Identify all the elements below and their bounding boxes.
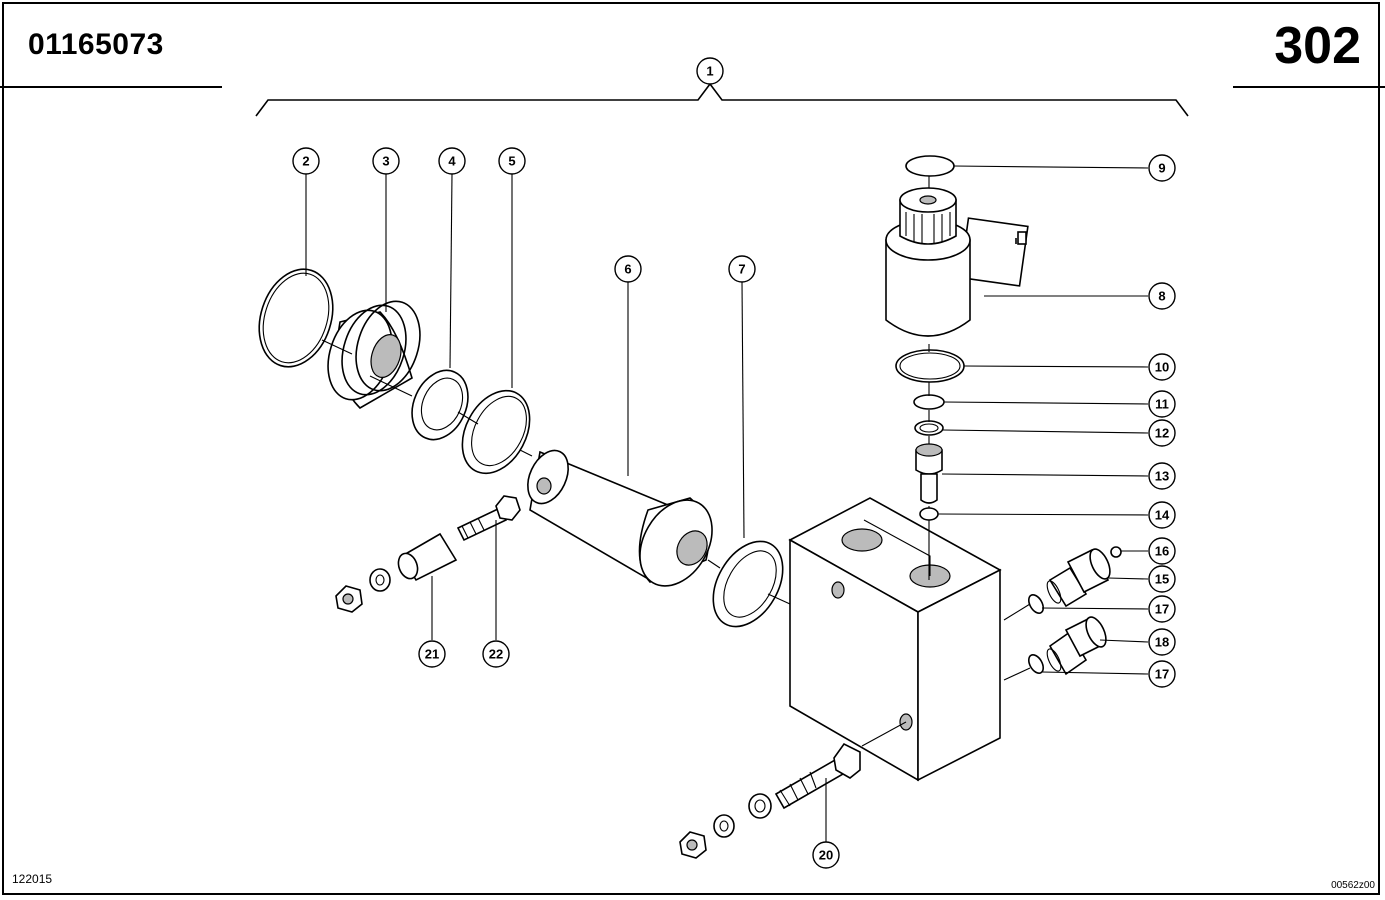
callout-18: 18 [1148,628,1176,656]
callout-label: 2 [302,154,309,169]
callout-20: 20 [812,841,840,869]
callout-label: 11 [1155,397,1169,412]
callout-label: 4 [448,154,456,169]
valve-block-part [788,497,1002,782]
callout-12: 12 [1148,419,1176,447]
callout-4: 4 [438,147,466,175]
callout-6: 6 [614,255,642,283]
o-ring-16-part [1110,546,1122,558]
threaded-nut-part [327,300,421,409]
callout-label: 5 [508,154,515,169]
callout-13: 13 [1148,462,1176,490]
callout-label: 12 [1155,426,1169,441]
callout-11: 11 [1148,390,1176,418]
part-number: 01165073 [28,28,164,61]
snap-ring-part [258,268,334,368]
solenoid-coil-part [885,187,1029,337]
header-rule-left [0,86,222,88]
o-ring-17-lower-part [1027,654,1045,674]
callout-3: 3 [372,147,400,175]
callout-label: 18 [1155,635,1169,650]
fitting-15-part [1046,548,1111,608]
spacer-sleeve-21-part [335,532,458,613]
seal-ring-7-part [712,540,784,628]
callout-label: 3 [382,154,389,169]
seal-ring-4-part [411,369,469,441]
callout-label: 20 [819,848,833,863]
callout-label: 8 [1158,289,1165,304]
o-ring-14-part [919,507,939,521]
callout-label: 7 [738,262,745,277]
callout-17-upper: 17 [1148,595,1176,623]
callout-label: 21 [425,647,439,662]
callout-label: 17 [1155,667,1169,682]
footer-left-code: 122015 [12,872,53,886]
callout-label: 22 [489,647,503,662]
callout-label: 16 [1155,544,1169,559]
callout-9: 9 [1148,154,1176,182]
callout-17-lower: 17 [1148,660,1176,688]
footer-right-code: 00562z00 [1331,880,1375,891]
header-rule-right [1233,86,1385,88]
centre-line-block [861,519,1031,747]
assembly-bracket [255,82,1189,117]
o-ring-11-part [913,394,945,410]
callout-label: 1 [706,64,713,79]
piston-rod-part [527,449,713,587]
bolt-assembly-20-part [679,742,861,859]
callout-5: 5 [498,147,526,175]
callout-16: 16 [1148,537,1176,565]
bolt-assembly-22-part [456,495,521,542]
o-ring-9-part [905,155,955,177]
centre-line-left [321,339,791,605]
callout-21: 21 [418,640,446,668]
leader-lines [305,165,1149,842]
callout-label: 14 [1155,508,1170,523]
o-ring-17-upper-part [1027,594,1045,614]
callout-label: 9 [1158,161,1165,176]
valve-cartridge-part [915,443,943,504]
callout-label: 6 [624,262,631,277]
callout-label: 15 [1155,572,1169,587]
page-number: 302 [1274,17,1361,75]
callout-label: 17 [1155,602,1169,617]
callout-7: 7 [728,255,756,283]
callout-15: 15 [1148,565,1176,593]
callout-22: 22 [482,640,510,668]
callout-label: 10 [1155,360,1169,375]
callout-label: 13 [1155,469,1169,484]
callout-8: 8 [1148,282,1176,310]
o-ring-12-part [914,420,944,436]
callout-1: 1 [696,57,724,85]
callout-10: 10 [1148,353,1176,381]
fitting-18-part [1046,616,1107,676]
seal-ring-5-part [461,389,531,475]
callout-2: 2 [292,147,320,175]
callout-14: 14 [1148,501,1176,529]
o-ring-10-part [895,349,965,383]
